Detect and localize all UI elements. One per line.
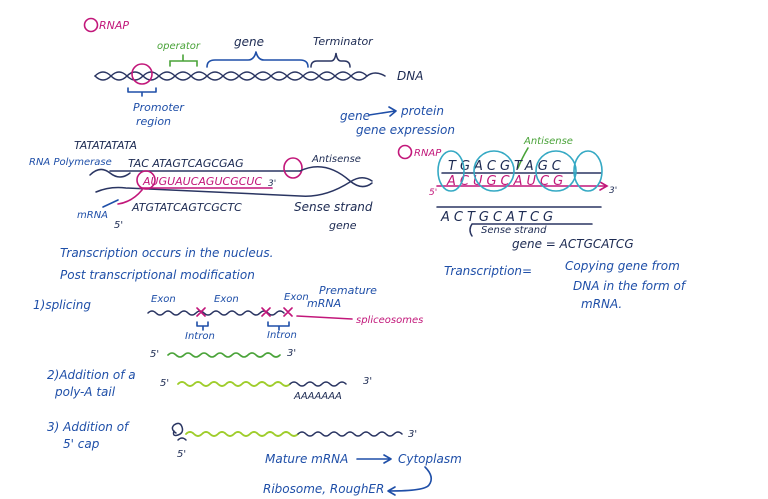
premature-label: Premature (319, 284, 377, 297)
spliced-mrna-strand (167, 352, 281, 358)
gene-bracket (206, 51, 309, 68)
operator-bracket (169, 54, 198, 67)
exon-3-label: Exon (284, 292, 309, 303)
sense-right-sequence: ACTGCATCG (440, 210, 557, 225)
cap-five-prime: 5' (177, 449, 186, 460)
definition-line-1: Copying gene from (565, 259, 680, 273)
template-strand-sequence: TAC ATAGTCAGCGAG (128, 157, 244, 170)
five-prime-cap-swirl (171, 422, 187, 441)
rnap-right-label: RNAP (414, 148, 442, 159)
mrna-five-prime: 5' (114, 220, 123, 231)
rnap-on-promoter (131, 63, 153, 85)
antisense-sequence: TGACGTAGC (448, 159, 565, 174)
polya-five-prime: 5' (160, 378, 169, 389)
spliceosome-pointer (296, 315, 353, 320)
capped-tail-strand (297, 431, 403, 437)
dna-strand-a (94, 71, 368, 81)
polya-mrna-strand (177, 381, 291, 387)
premature-mrna-strand (147, 310, 285, 316)
rnap-right-circle (397, 144, 413, 160)
operator-label: operator (157, 41, 201, 52)
exon-1-label: Exon (151, 294, 176, 305)
antisense-right-label: Antisense (523, 136, 573, 147)
spliceosomes-label: spliceosomes (356, 315, 423, 326)
gene-word: gene (340, 109, 370, 123)
cytoplasm-to-ribosome-arrow (387, 466, 433, 496)
mrna-label: mRNA (77, 210, 108, 221)
terminator-label: Terminator (313, 35, 374, 48)
spliced-five-prime: 5' (150, 349, 159, 360)
definition-line-2: DNA in the form of (573, 279, 687, 293)
antisense-left-label: Antisense (311, 154, 361, 165)
coding-strand-sequence: ATGTATCAGTCGCTC (131, 201, 242, 214)
splicing-heading: 1)splicing (33, 298, 91, 312)
gene-under-sense-label: gene (329, 219, 357, 232)
rna-right-three-prime: 3' (609, 186, 617, 196)
intron-1-label: Intron (185, 331, 215, 342)
mature-to-cytoplasm-arrow (356, 454, 392, 464)
dna-end (366, 72, 386, 77)
capped-mrna-strand (185, 431, 299, 437)
mrna-three-prime: 3' (268, 179, 276, 189)
rnap-right-bubble-2 (473, 150, 515, 192)
rnap-right-bubble-4 (573, 150, 603, 192)
gene-label: gene (234, 35, 264, 49)
mature-mrna-label: Mature mRNA (265, 452, 348, 466)
mrna-tail-line (117, 189, 143, 205)
premature-mrna-label: mRNA (307, 297, 341, 310)
transcription-location-note: Transcription occurs in the nucleus. (60, 246, 273, 260)
terminator-bracket (310, 52, 351, 68)
gene-to-protein-arrow (368, 106, 397, 117)
polya-heading: 2)Addition of a (47, 368, 136, 382)
spliced-three-prime: 3' (287, 348, 296, 359)
protein-word: protein (400, 104, 444, 118)
dna-bubble-bottom (95, 177, 373, 197)
polya-tail-strand (289, 381, 347, 387)
dna-bubble-top (89, 166, 373, 188)
tata-box-label: TATATATATA (74, 139, 137, 152)
gene-expression-label: gene expression (356, 123, 455, 137)
splice-site-marks (196, 307, 293, 317)
antisense-pointer (517, 147, 529, 169)
cap-three-prime: 3' (408, 429, 417, 440)
cap-heading-line2: 5' cap (63, 437, 100, 451)
exon-2-label: Exon (214, 294, 239, 305)
polya-heading-line2: poly-A tail (54, 385, 116, 399)
cap-heading: 3) Addition of (47, 420, 130, 434)
promoter-label: Promoter (133, 101, 185, 114)
gene-equation: gene = ACTGCATCG (512, 237, 634, 251)
rnap-right-bubble-3 (535, 150, 577, 192)
definition-line-3: mRNA. (581, 297, 622, 311)
mrna-sequence: AUGUAUCAGUCGCUC (142, 175, 262, 188)
intron-2-bracket (267, 321, 290, 331)
sense-bracket (469, 223, 593, 237)
post-transcriptional-heading: Post transcriptional modification (60, 268, 255, 282)
mrna-pointer (102, 199, 119, 208)
transcription-definition-label: Transcription= (444, 264, 532, 278)
template-end-circle (283, 157, 303, 179)
dna-strand-b (94, 71, 368, 81)
sense-strand-left-label: Sense strand (294, 200, 373, 214)
rna-polymerase-label: RNA Polymerase (29, 157, 112, 168)
polya-tail-label: AAAAAAA (293, 391, 342, 402)
rnap-legend-label: RNAP (99, 19, 129, 32)
rnap-legend-circle (83, 17, 99, 33)
rna-right-five-prime: 5' (429, 188, 437, 198)
ribosome-label: Ribosome, RoughER (263, 482, 384, 496)
rnap-transcribing (136, 170, 156, 190)
sense-strand-right-label: Sense strand (481, 225, 547, 236)
cytoplasm-label: Cytoplasm (398, 452, 462, 466)
rnap-right-bubble-1 (437, 150, 465, 192)
promoter-region-label: region (136, 115, 171, 128)
polya-three-prime: 3' (363, 376, 372, 387)
intron-2-label: Intron (267, 330, 297, 341)
dna-label: DNA (397, 69, 423, 83)
promoter-bracket (127, 87, 157, 97)
intron-1-bracket (196, 321, 209, 331)
